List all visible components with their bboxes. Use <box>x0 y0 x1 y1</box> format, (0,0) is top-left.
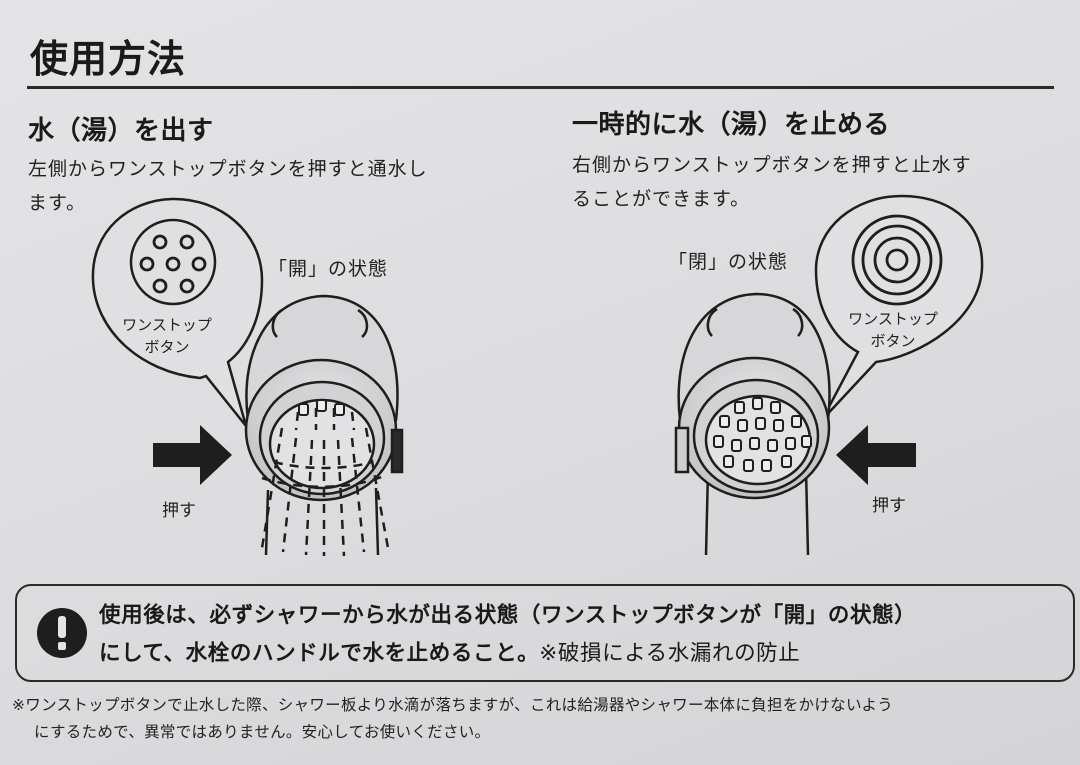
seven-hole-button-icon <box>139 234 207 294</box>
page-title: 使用方法 <box>30 37 187 81</box>
bubble-label-line: ワンストップ <box>848 310 938 328</box>
warning-line-1: 使用後は、必ずシャワーから水が出る状態（ワンストップボタンが「開」の状態） <box>99 603 917 628</box>
bubble-label-line: ボタン <box>870 332 916 350</box>
bubble-label-closed: ワンストップ ボタン <box>838 308 948 352</box>
section-description-closed: 右側からワンストップボタンを押すと止水す ることができます。 <box>572 148 1072 216</box>
nozzle-grid-icon <box>713 397 812 472</box>
description-line: ることができます。 <box>572 188 751 210</box>
arrow-right-icon <box>153 425 232 485</box>
section-heading-closed: 一時的に水（湯）を止める <box>572 110 891 140</box>
bubble-label-line: ワンストップ <box>122 316 212 334</box>
section-heading-open: 水（湯）を出す <box>28 116 214 146</box>
exclamation-circle-icon <box>37 608 87 658</box>
arrow-left-icon <box>836 425 916 485</box>
warning-line-2: にして、水栓のハンドルで水を止めること。※破損による水漏れの防止 <box>99 636 800 667</box>
description-line: 右側からワンストップボタンを押すと止水す <box>572 154 972 176</box>
footnote: ※ワンストップボタンで止水した際、シャワー板より水滴が落ちますが、これは給湯器や… <box>12 692 893 746</box>
state-label-closed: 「閉」の状態 <box>668 251 789 273</box>
speech-bubble-open <box>91 197 264 427</box>
footnote-line-2: にするためで、異常ではありません。安心してお使いください。 <box>34 723 491 741</box>
press-label-closed: 押す <box>872 496 906 516</box>
description-line: ます。 <box>28 192 87 214</box>
title-divider <box>27 86 1054 89</box>
concentric-rings-button-icon <box>851 214 943 306</box>
bubble-label-open: ワンストップ ボタン <box>112 314 222 358</box>
description-line: 左側からワンストップボタンを押すと通水し <box>28 158 428 180</box>
press-label-open: 押す <box>162 501 196 521</box>
water-spray-icon <box>260 408 390 557</box>
shower-head-open <box>244 294 404 502</box>
warning-line-2-note: ※破損による水漏れの防止 <box>539 641 801 666</box>
warning-line-2-bold: にして、水栓のハンドルで水を止めること。 <box>99 641 540 666</box>
shower-head-closed <box>674 292 831 556</box>
section-description-open: 左側からワンストップボタンを押すと通水し ます。 <box>28 152 528 220</box>
warning-box: 使用後は、必ずシャワーから水が出る状態（ワンストップボタンが「開」の状態） にし… <box>15 584 1075 682</box>
state-label-open: 「開」の状態 <box>268 258 389 280</box>
bubble-label-line: ボタン <box>144 338 190 356</box>
nozzle-grid-open-icon <box>298 399 345 416</box>
footnote-line-1: ※ワンストップボタンで止水した際、シャワー板より水滴が落ちますが、これは給湯器や… <box>12 696 894 714</box>
